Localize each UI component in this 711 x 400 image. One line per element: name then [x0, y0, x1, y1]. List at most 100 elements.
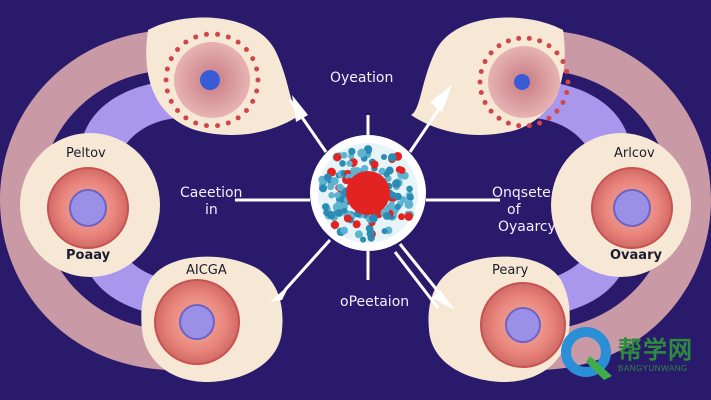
follicle-dot [215, 31, 221, 37]
follicle-dot [163, 77, 169, 83]
follicle-dot [496, 43, 502, 49]
center-dot [382, 211, 391, 220]
label-right-middle-3: Oyaarcy [498, 219, 556, 235]
scatter-dots [163, 31, 571, 129]
follicle-dot [203, 31, 209, 37]
follicle-dot [183, 115, 189, 121]
watermark-subtitle: BANGYUNWANG [618, 364, 688, 373]
center-dot [335, 208, 344, 217]
center-dot [406, 185, 413, 193]
center-dot [328, 192, 335, 199]
center-dot [385, 166, 394, 175]
center-dot [336, 183, 344, 192]
follicle-dot [477, 79, 483, 85]
label-bottom-right-cell: Peary [492, 263, 529, 278]
center-dot [327, 210, 336, 220]
center-dot [388, 153, 397, 162]
label-left-middle-2: in [205, 202, 218, 218]
center-dot [406, 193, 414, 202]
label-left-middle-1: Caeetion [180, 185, 243, 201]
follicle-dot [250, 56, 256, 62]
follicle-dot [526, 35, 532, 41]
watermark-logo: 帮学网 BANGYUNWANG [560, 326, 700, 382]
label-left-cell-top: Peltov [66, 146, 106, 161]
follicle-dot [482, 99, 488, 105]
center-dot [370, 160, 379, 169]
right-outer-band [536, 30, 711, 370]
bottom-left-cell [154, 279, 240, 365]
follicle-dot [235, 39, 241, 45]
follicle-dot [565, 79, 571, 85]
bottom-right-cell [480, 282, 566, 368]
follicle-dot [254, 88, 260, 94]
follicle-dot [164, 88, 170, 94]
top-right-follicle [488, 46, 560, 118]
center-dot [398, 166, 406, 174]
follicle-dot [255, 77, 261, 83]
center-dot [360, 236, 367, 243]
center-dot [334, 192, 341, 199]
right-cell [591, 167, 673, 249]
center-dot [357, 148, 367, 158]
follicle-dot [482, 59, 488, 65]
follicle-dot [537, 38, 543, 44]
center-dot [354, 230, 363, 239]
arrowhead-bottom-left [270, 284, 290, 302]
center-dot [340, 226, 349, 235]
follicle-dot [215, 123, 221, 129]
follicle-dot [225, 34, 231, 40]
follicle-dot [496, 115, 502, 121]
center-dot [323, 173, 332, 182]
follicle-dot [183, 39, 189, 45]
follicle-dot [175, 108, 181, 114]
center-dot [322, 203, 330, 211]
center-dot [330, 177, 339, 186]
follicle-dot [478, 68, 484, 74]
follicle-dot [488, 50, 494, 56]
follicle-dot [243, 46, 249, 52]
center-dot [348, 147, 356, 156]
follicle-dot [564, 68, 570, 74]
label-bottom-center: oPeetaion [340, 294, 410, 310]
follicle-dot [175, 46, 181, 52]
follicle-dot [505, 120, 511, 126]
follicle-dot [243, 108, 249, 114]
follicle-dot [254, 66, 260, 72]
label-bottom-left-cell: AICGA [186, 263, 227, 278]
follicle-dot [488, 108, 494, 114]
center-cell [310, 135, 426, 251]
follicle-dot [193, 120, 199, 126]
follicle-dot [164, 66, 170, 72]
label-left-cell-bottom: Poaay [66, 248, 111, 263]
left-outer-band [0, 30, 175, 370]
arrowhead-top-left [292, 95, 308, 122]
center-dot [398, 213, 405, 221]
center-dot [389, 191, 397, 199]
follicle-dot [193, 34, 199, 40]
follicle-dot [478, 90, 484, 96]
label-right-cell-bottom: Ovaary [610, 248, 662, 263]
center-dot [360, 164, 369, 173]
follicle-dot [516, 35, 522, 41]
follicle-dot [505, 38, 511, 44]
arrowhead-top-right [430, 85, 452, 112]
follicle-dot [560, 99, 566, 105]
top-left-follicle [174, 42, 250, 118]
follicle-dot [537, 120, 543, 126]
follicle-dot [546, 43, 552, 49]
follicle-dot [168, 56, 174, 62]
center-dot [404, 199, 414, 209]
follicle-dot [250, 98, 256, 104]
follicle-dot [554, 50, 560, 56]
left-cell [47, 167, 129, 249]
follicle-dot [203, 123, 209, 129]
label-right-middle-1: Onqsete [492, 185, 551, 201]
center-dot [335, 201, 342, 208]
label-top-center: Oyeation [330, 70, 394, 86]
center-dot [394, 203, 402, 210]
center-dot [346, 160, 353, 167]
center-dot [392, 179, 401, 188]
center-dot [330, 220, 340, 230]
